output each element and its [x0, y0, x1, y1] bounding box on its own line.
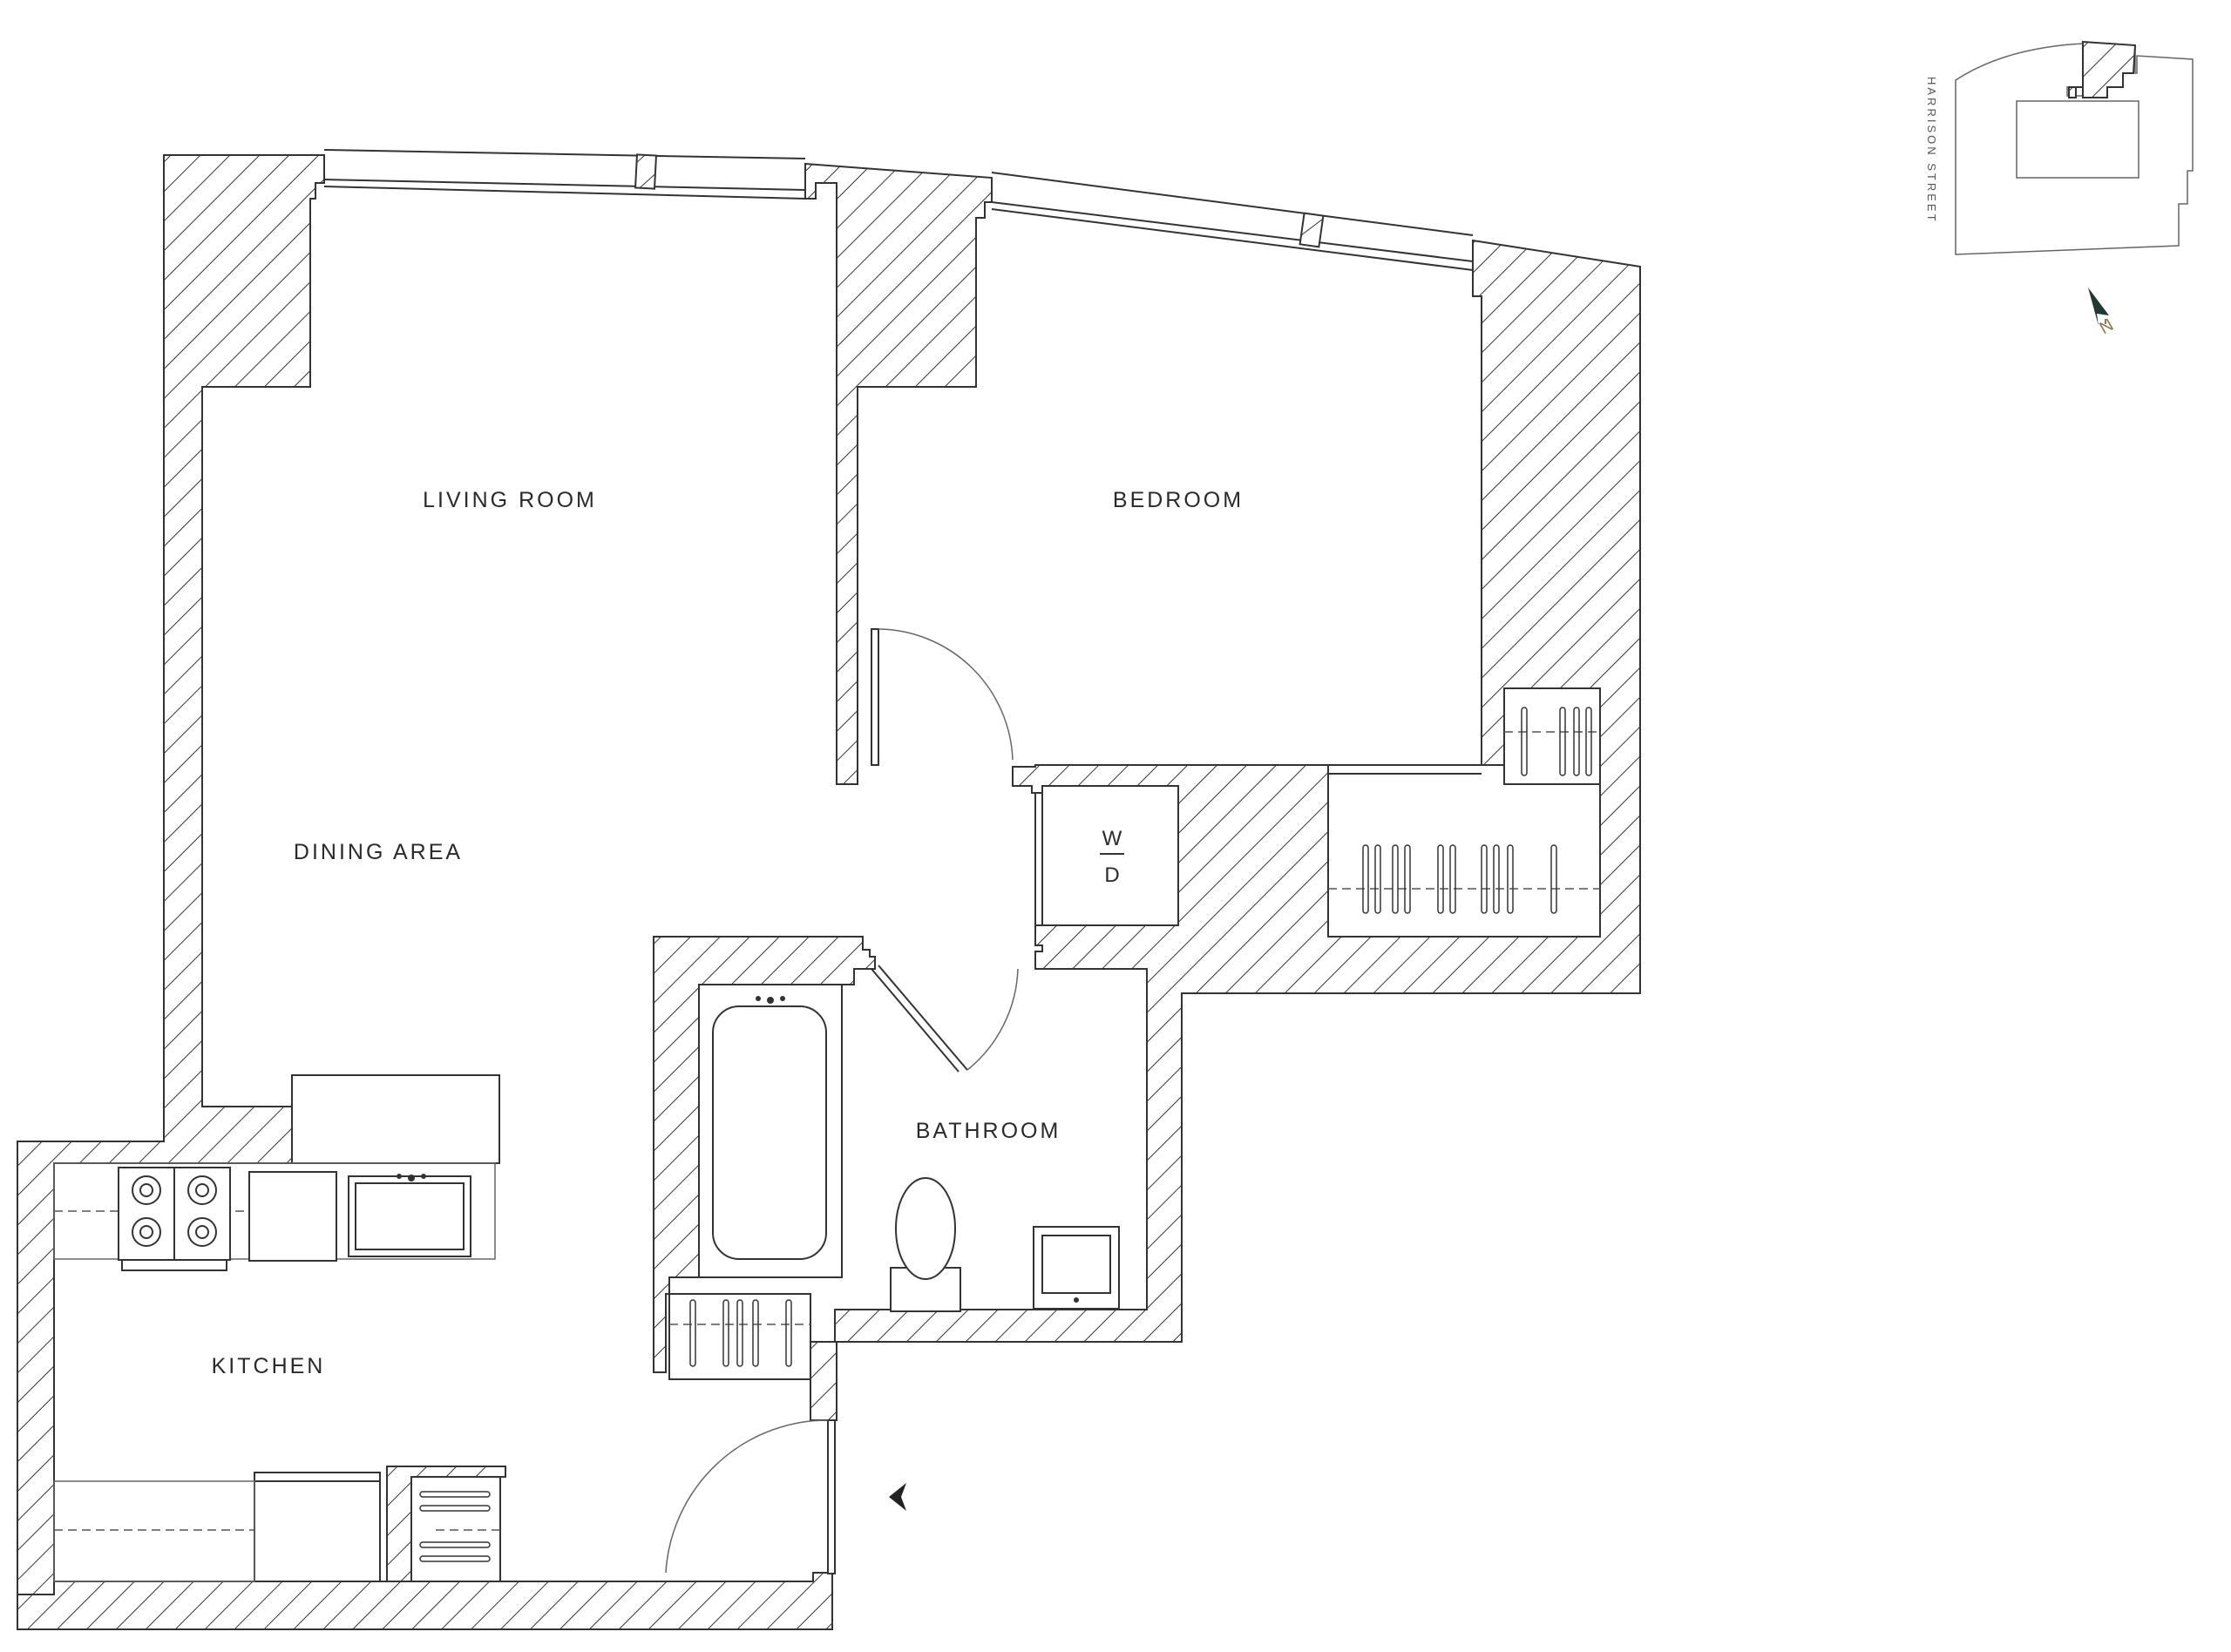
toilet: [890, 1177, 961, 1312]
linen-closet: [668, 1293, 811, 1380]
wall-living-left: [17, 154, 325, 1595]
washer-dryer-closet: [1041, 785, 1179, 926]
bedroom-closet: [1327, 687, 1601, 938]
key-plan-building: [1955, 43, 2194, 255]
wall-center-pillar: [804, 162, 993, 785]
refrigerator: [254, 1472, 381, 1582]
bathtub: [698, 984, 843, 1278]
dishwasher: [248, 1171, 337, 1262]
pantry: [410, 1476, 501, 1582]
north-arrow-icon: [2088, 288, 2109, 326]
label-bedroom: BEDROOM: [1113, 488, 1244, 512]
label-bathroom: BATHROOM: [916, 1119, 1061, 1143]
bedroom-door-swing: [878, 628, 1014, 761]
label-dining-area: DINING AREA: [294, 840, 463, 864]
entry-door-leaf: [827, 1419, 836, 1574]
bathroom-door-leaf: [878, 965, 968, 1071]
bedroom-door-leaf: [871, 628, 879, 766]
wall-bathroom-left: [653, 936, 876, 1373]
key-plan: HARRISON STREET N: [1925, 40, 2194, 338]
window-living: [323, 149, 806, 159]
kitchen-counter-bottom: [53, 1480, 255, 1582]
label-kitchen: KITCHEN: [212, 1354, 326, 1378]
key-plan-core: [2016, 100, 2139, 179]
north-label: N: [2097, 315, 2118, 338]
label-washer: W: [1102, 827, 1122, 850]
window-mullion-bedroom: [1299, 212, 1325, 248]
label-dryer: D: [1104, 863, 1119, 887]
doors: [665, 628, 1043, 1574]
window-mullion-living: [634, 153, 658, 190]
window-bedroom: [991, 172, 1474, 236]
key-plan-unit: [2068, 40, 2137, 98]
label-living-room: LIVING ROOM: [423, 488, 597, 512]
stove: [118, 1167, 231, 1271]
windows: [323, 149, 1474, 271]
kitchen-sink: [348, 1174, 471, 1257]
bathroom-door-swing: [966, 968, 1019, 1071]
key-plan-street: HARRISON STREET: [1925, 77, 1938, 224]
entry-door-swing: [665, 1419, 829, 1574]
entry-arrow-icon: [889, 1483, 906, 1511]
wall-kitchen-bottom: [17, 1572, 833, 1630]
bathroom-sink: [1033, 1226, 1120, 1310]
